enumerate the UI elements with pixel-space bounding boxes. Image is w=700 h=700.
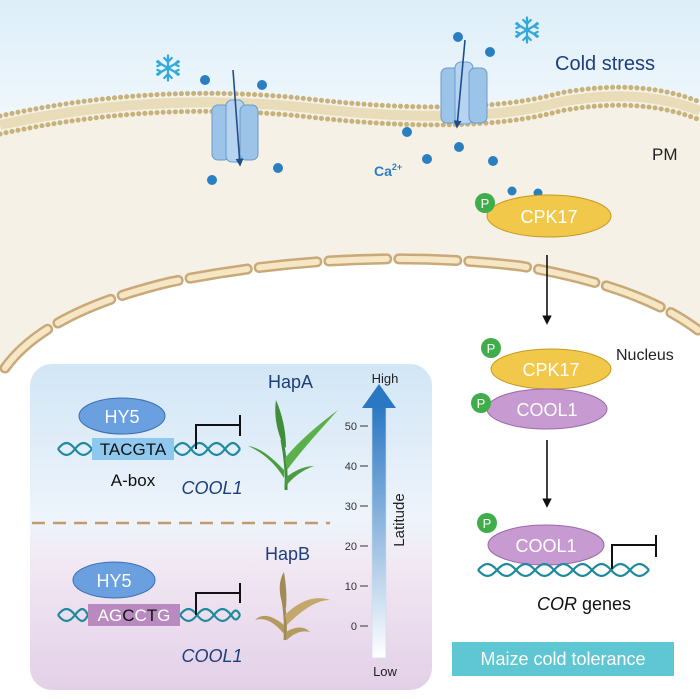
hapa-gene-label: COOL1: [181, 478, 242, 498]
svg-text:CPK17: CPK17: [520, 207, 577, 227]
wilted-maize-seedling: [255, 572, 330, 641]
latitude-tick-label: 50: [345, 421, 357, 433]
calcium-channel: [440, 39, 488, 129]
hy5-protein: HY5: [78, 397, 166, 435]
svg-text:P: P: [483, 516, 492, 531]
cpk17-cytoplasm: CPK17: [486, 194, 612, 238]
hapa-dna: [57, 441, 241, 457]
hapb-gene-label: COOL1: [181, 646, 242, 666]
svg-text:P: P: [487, 341, 496, 356]
plasma-membrane: [0, 84, 700, 137]
mutated-motif: AGCCTG: [88, 604, 180, 626]
plasma-membrane-label: PM: [652, 145, 678, 164]
promoter-repression-mark: [195, 415, 241, 449]
cold-stress-label: Cold stress: [555, 53, 655, 75]
promoter-repression-mark: [611, 535, 657, 569]
latitude-tick-label: 30: [345, 501, 357, 513]
svg-text:Maize cold tolerance: Maize cold tolerance: [480, 649, 645, 669]
phospho-badge: P: [471, 393, 491, 413]
svg-text:HY5: HY5: [104, 407, 139, 427]
svg-text:P: P: [477, 396, 486, 411]
latitude-tick-label: 40: [345, 461, 357, 473]
latitude-low-label: Low: [373, 664, 397, 679]
maize-cold-tolerance-banner: Maize cold tolerance: [452, 642, 674, 676]
latitude-ticks: 50 40 30 20 10 0: [345, 421, 368, 633]
phospho-badge: P: [477, 513, 497, 533]
svg-text:COOL1: COOL1: [515, 536, 576, 556]
svg-text:AGCCTG: AGCCTG: [98, 606, 171, 625]
cpk17-nucleus: CPK17: [490, 348, 612, 390]
latitude-scale: 50 40 30 20 10 0 High Low Latitude: [345, 371, 408, 679]
a-box-label: A-box: [111, 471, 156, 490]
latitude-tick-label: 0: [351, 621, 357, 633]
cor-genes-label: COR genes: [537, 594, 631, 614]
svg-text:P: P: [481, 196, 490, 211]
cool1-bound: COOL1: [487, 524, 605, 566]
nuclear-envelope: [0, 253, 700, 374]
latitude-title: Latitude: [391, 493, 408, 546]
phospho-badge: P: [481, 338, 501, 358]
latitude-tick-label: 10: [345, 581, 357, 593]
hapb-dna: [57, 607, 241, 623]
svg-text:HY5: HY5: [96, 571, 131, 591]
hy5-protein: HY5: [72, 561, 156, 599]
hapb-label: HapB: [265, 544, 310, 564]
latitude-tick-label: 20: [345, 541, 357, 553]
hapa-label: HapA: [268, 372, 313, 392]
cor-dna: [477, 562, 650, 578]
promoter-repression-mark: [195, 583, 241, 615]
phospho-badge: P: [475, 193, 495, 213]
svg-text:COOL1: COOL1: [516, 400, 577, 420]
cool1-complex: COOL1: [486, 388, 608, 430]
latitude-high-label: High: [372, 371, 399, 386]
svg-text:TACGTA: TACGTA: [100, 440, 167, 459]
a-box-motif: TACGTA: [92, 438, 174, 460]
calcium-channel: [211, 69, 259, 167]
svg-text:CPK17: CPK17: [522, 360, 579, 380]
calcium-label: Ca2+: [374, 162, 402, 179]
nucleus-label: Nucleus: [616, 347, 674, 364]
healthy-maize-seedling: [248, 400, 338, 491]
